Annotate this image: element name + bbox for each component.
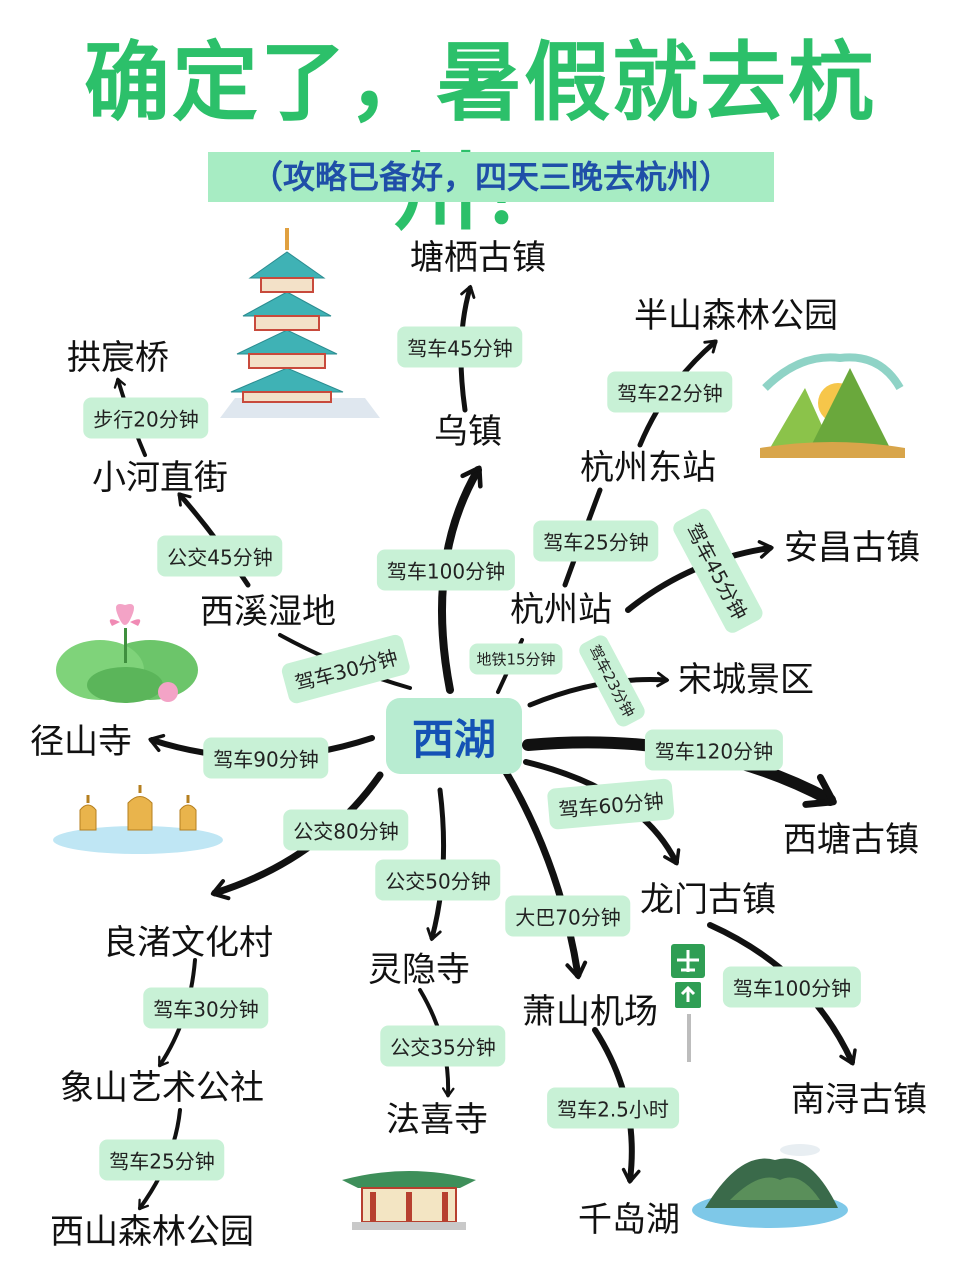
label-xihu-liangzhu: 公交80分钟 xyxy=(283,809,409,851)
center-node-xihu: 西湖 xyxy=(386,698,522,774)
label-hzdong-banshan: 驾车22分钟 xyxy=(607,371,733,413)
temple-illustration xyxy=(342,1171,476,1230)
label-liangzhu-xiangshan: 驾车30分钟 xyxy=(143,987,269,1029)
label-xiaohe-gongchen: 步行20分钟 xyxy=(83,397,209,439)
label-xiaoshan-qiandao: 驾车2.5小时 xyxy=(547,1087,679,1129)
subtitle-text: （攻略已备好，四天三晚去杭州） xyxy=(250,158,731,196)
label-longmen-nanxun: 驾车100分钟 xyxy=(722,966,862,1008)
node-xiaoshan: 萧山机场 xyxy=(522,992,658,1032)
label-xihu-lingyin: 公交50分钟 xyxy=(375,859,501,901)
node-xixi: 西溪湿地 xyxy=(200,592,336,632)
node-longmen: 龙门古镇 xyxy=(640,880,776,920)
island-illustration xyxy=(692,1144,848,1228)
node-banshan: 半山森林公园 xyxy=(634,296,838,336)
node-xishan: 西山森林公园 xyxy=(50,1212,254,1252)
node-anchang: 安昌古镇 xyxy=(784,528,920,568)
label-xiangshan-xishan: 驾车25分钟 xyxy=(99,1139,225,1181)
node-songcheng: 宋城景区 xyxy=(678,660,814,700)
node-xitang: 西塘古镇 xyxy=(783,820,919,860)
node-liangzhu: 良渚文化村 xyxy=(103,923,273,963)
node-nanxun: 南浔古镇 xyxy=(791,1080,927,1120)
airport-sign-icon xyxy=(671,944,705,1062)
node-faxi: 法喜寺 xyxy=(386,1100,488,1140)
label-hzzhan-hzdong: 驾车25分钟 xyxy=(533,520,659,562)
node-xiaohe: 小河直街 xyxy=(92,458,228,498)
label-xihu-xitang: 驾车120分钟 xyxy=(644,729,784,771)
pagoda-illustration xyxy=(220,228,380,418)
node-lingyin: 灵隐寺 xyxy=(368,950,470,990)
label-wuzhen-tangqi: 驾车45分钟 xyxy=(397,326,523,368)
arrow-xihu-xiaoshan xyxy=(496,758,588,980)
node-hzzhan: 杭州站 xyxy=(510,590,612,630)
mountain-book-illustration xyxy=(760,353,905,458)
node-jingshan: 径山寺 xyxy=(30,722,132,762)
node-gongchen: 拱宸桥 xyxy=(67,338,169,378)
node-tangqi: 塘栖古镇 xyxy=(410,238,546,278)
node-wuzhen: 乌镇 xyxy=(434,412,502,452)
lotus-illustration xyxy=(56,604,198,703)
label-xihu-hzzhan: 地铁15分钟 xyxy=(469,643,563,675)
three-pools-illustration xyxy=(53,785,223,854)
label-xihu-jingshan: 驾车90分钟 xyxy=(203,737,329,779)
label-lingyin-faxi: 公交35分钟 xyxy=(380,1025,506,1067)
label-xihu-xiaoshan: 大巴70分钟 xyxy=(505,895,631,937)
node-hzdong: 杭州东站 xyxy=(580,448,716,488)
node-xiangshan: 象山艺术公社 xyxy=(60,1068,264,1108)
node-qiandao: 千岛湖 xyxy=(578,1200,680,1240)
label-xihu-wuzhen: 驾车100分钟 xyxy=(376,549,516,591)
subtitle-banner: （攻略已备好，四天三晚去杭州） xyxy=(208,152,774,202)
label-xixi-xiaohe: 公交45分钟 xyxy=(157,535,283,577)
